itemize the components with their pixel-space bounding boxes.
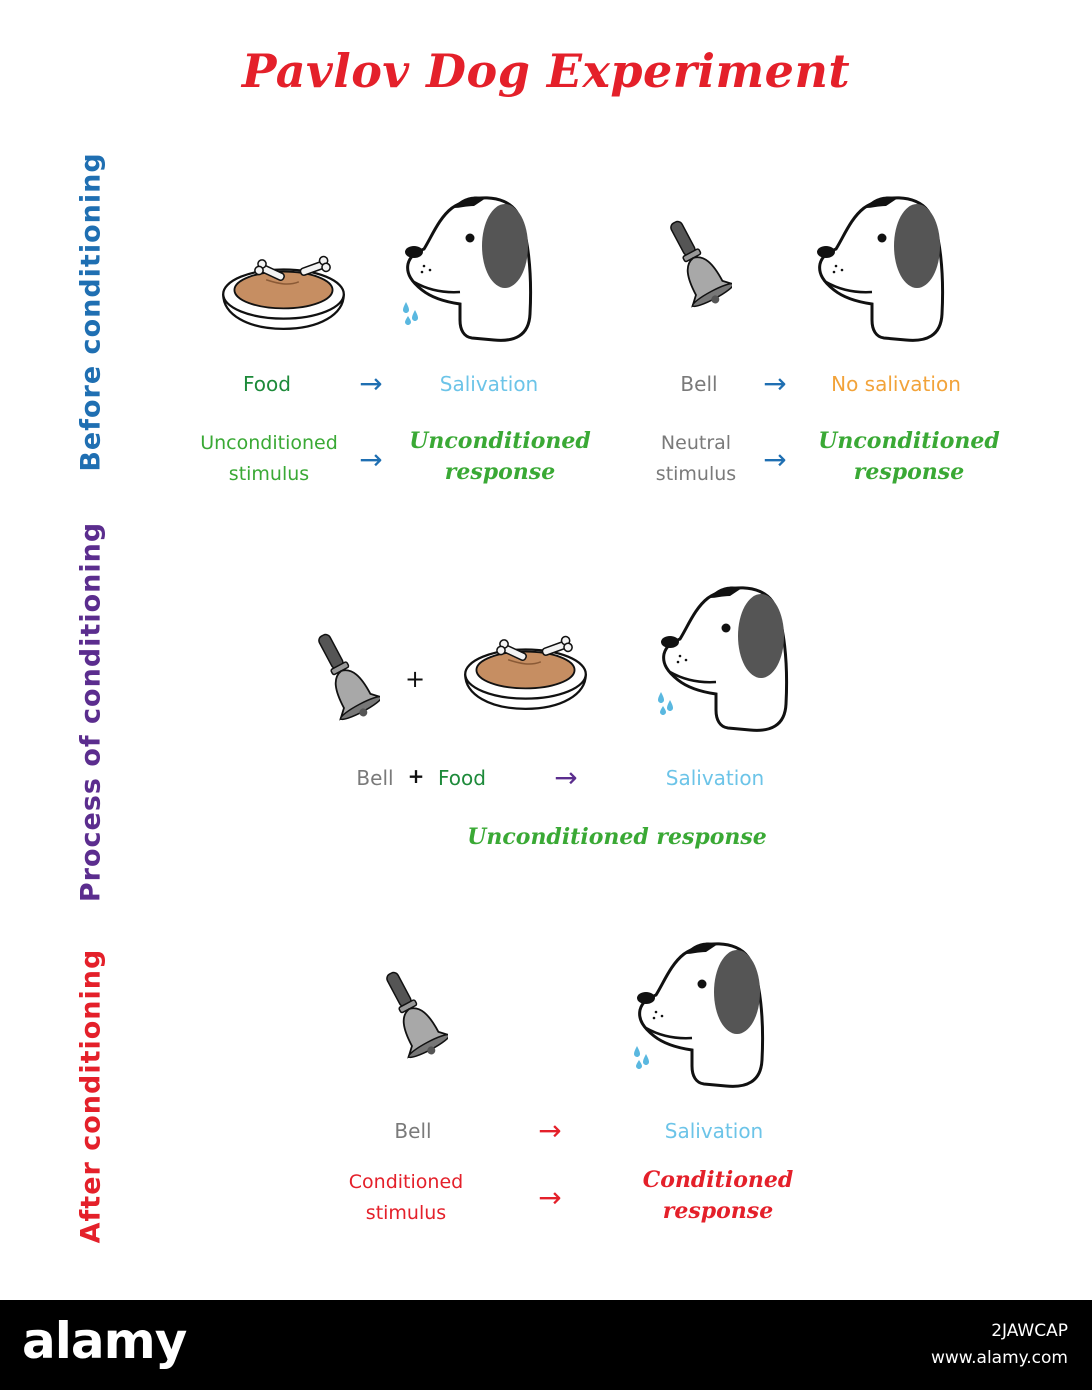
dog-head-icon: [815, 194, 945, 342]
arrow-icon: →: [359, 367, 383, 400]
label-bell: Bell: [394, 1119, 432, 1143]
saliva-drops-icon: [658, 692, 673, 715]
bell-icon: [378, 966, 448, 1066]
label-bell: Bell: [356, 766, 394, 790]
bell-icon: [662, 215, 732, 315]
plus-sign: +: [407, 764, 425, 788]
label-salivation: Salivation: [665, 766, 765, 790]
food-bowl-icon: [464, 634, 587, 710]
section-label-before: Before conditioning: [75, 152, 107, 472]
label-salivation: Salivation: [664, 1119, 764, 1143]
arrow-icon: →: [554, 761, 578, 794]
footer-url: www.alamy.com: [930, 1348, 1068, 1368]
label-food: Food: [243, 372, 291, 396]
alamy-logo: alamy: [22, 1312, 187, 1370]
food-bowl-icon: [222, 254, 345, 330]
label-no-salivation: No salivation: [831, 372, 961, 396]
saliva-drops-icon: [634, 1046, 649, 1069]
plus-sign: +: [404, 665, 426, 693]
footer-bar: [0, 1300, 1092, 1390]
bell-icon: [310, 628, 380, 728]
saliva-drops-icon: [403, 302, 418, 325]
arrow-icon: →: [763, 443, 787, 476]
label-bell: Bell: [680, 372, 718, 396]
arrow-icon: →: [538, 1181, 562, 1214]
section-label-after: After conditioning: [75, 948, 107, 1244]
label-salivation: Salivation: [439, 372, 539, 396]
image-id: 2JAWCAP: [991, 1321, 1068, 1341]
section-label-process: Process of conditioning: [75, 521, 107, 903]
label-food: Food: [438, 766, 486, 790]
arrow-icon: →: [359, 443, 383, 476]
arrow-icon: →: [538, 1114, 562, 1147]
footer-info: 2JAWCAP www.alamy.com: [931, 1318, 1068, 1372]
term-unconditioned-response: Unconditioned response: [467, 824, 767, 850]
arrow-icon: →: [763, 367, 787, 400]
page-title: Pavlov Dog Experiment: [241, 44, 851, 98]
